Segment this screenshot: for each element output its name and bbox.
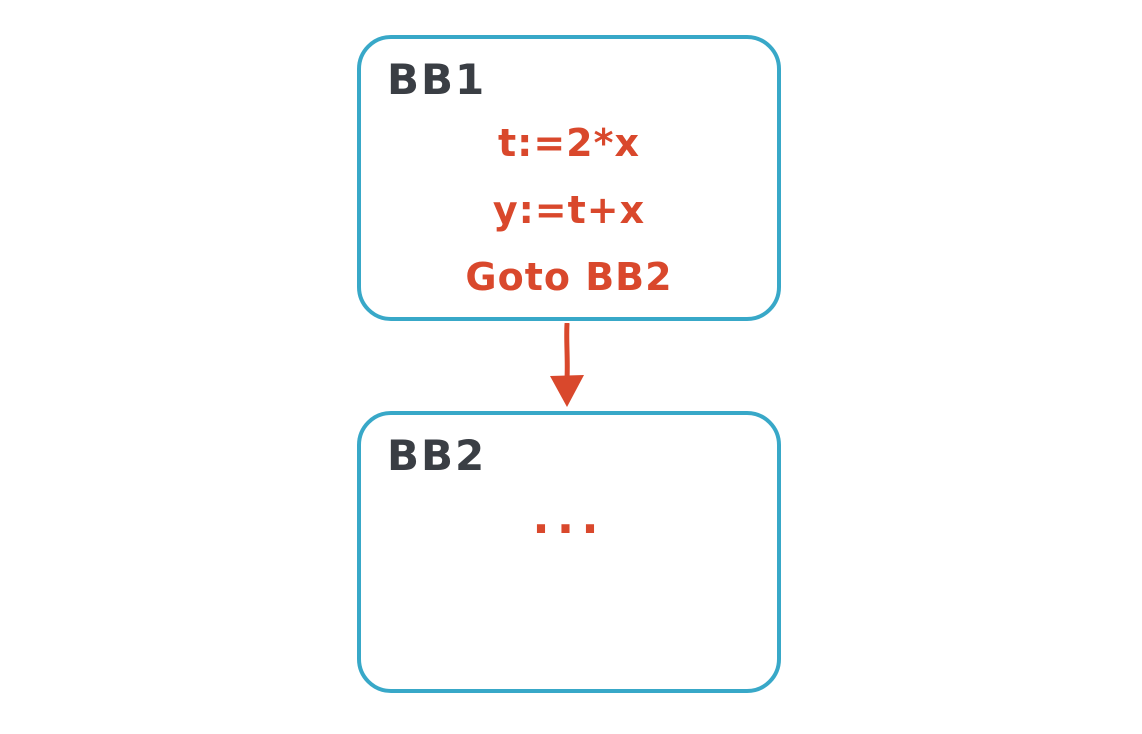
code-line-2: y:=t+x	[492, 188, 646, 232]
code-line-ellipsis: ...	[532, 490, 606, 544]
block-bb1-code: t:=2*x y:=t+x Goto BB2	[361, 119, 777, 301]
arrow-down-icon	[550, 323, 584, 407]
basic-block-bb1: BB1 t:=2*x y:=t+x Goto BB2	[357, 35, 781, 321]
code-line-1: t:=2*x	[497, 121, 641, 165]
basic-block-bb2: BB2 ...	[357, 411, 781, 693]
block-bb1-label: BB1	[387, 55, 487, 104]
code-line-goto: Goto BB2	[465, 255, 673, 299]
block-bb2-code: ...	[361, 493, 777, 541]
block-bb2-label: BB2	[387, 431, 487, 480]
